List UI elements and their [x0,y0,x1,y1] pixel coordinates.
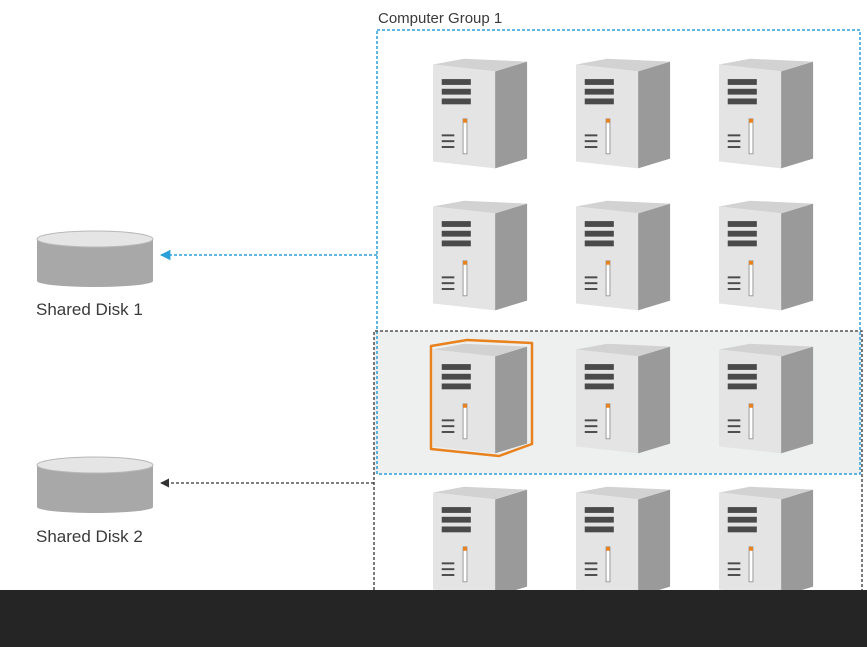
server-icon [432,200,528,311]
server-icon [575,486,671,597]
shared-disk-2: Shared Disk 2 [36,456,154,546]
computer-group-1-label: Computer Group 1 [378,10,502,27]
server-icon [575,343,671,454]
server-icon [575,58,671,169]
bottom-bar [0,590,867,647]
server-icon [718,58,814,169]
shared-disk-1-label: Shared Disk 1 [36,300,143,319]
server-grid [429,58,814,597]
server-icon [718,343,814,454]
server-icon [718,200,814,311]
disk-icon [36,456,154,513]
server-icon [429,338,534,458]
server-icon [575,200,671,311]
server-icon [432,58,528,169]
computer-group-2-boundary [373,330,863,590]
disk-icon [36,230,154,287]
computer-group-1-boundary [376,29,861,475]
server-icon [718,486,814,597]
shared-disk-2-label: Shared Disk 2 [36,527,143,546]
shared-disk-1: Shared Disk 1 [36,230,154,319]
server-icon [432,486,528,597]
selected-server-outline [429,338,534,458]
